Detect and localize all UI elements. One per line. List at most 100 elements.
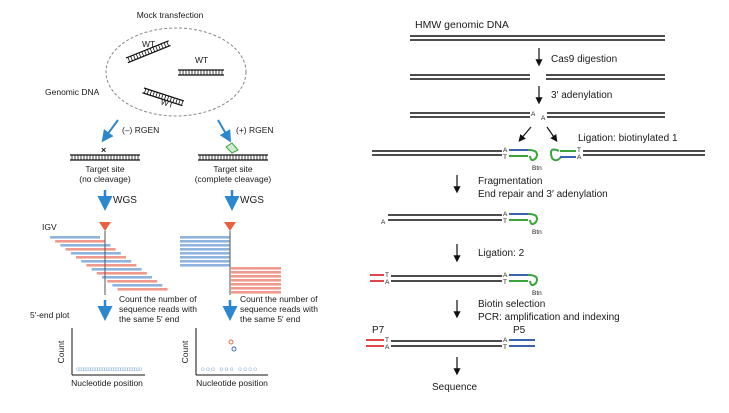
sequence-read: [231, 283, 281, 286]
frag-base-a: A: [381, 219, 386, 226]
lig1r-base-t: T: [577, 147, 581, 154]
sequence-read: [180, 248, 230, 251]
step-sequence: Sequence: [432, 382, 477, 393]
step-biotin-selection: Biotin selection: [478, 299, 545, 310]
plot-right-y-label: Count: [180, 340, 190, 363]
five-prime-plot-label: 5′-end plot: [30, 310, 70, 320]
wt-dna-fragment-2: [178, 69, 224, 76]
a-overhang-2: A: [541, 115, 546, 122]
peak-point-blue: [231, 346, 237, 352]
dna-rung: [141, 51, 145, 57]
count-text-left-2: sequence reads with: [119, 304, 197, 314]
sequence-read: [102, 276, 152, 279]
step-ligation-2: Ligation: 2: [478, 248, 525, 259]
dna-rung: [135, 53, 139, 59]
dna-rung: [161, 94, 164, 100]
lig2-hairpin-loop: [527, 274, 538, 287]
lig1-hairpin-loop-right: [549, 148, 562, 162]
dna-rung: [133, 54, 136, 60]
dna-rung: [149, 90, 152, 96]
cut-site-marker-left: [99, 222, 111, 231]
dna-rung: [166, 95, 170, 101]
sequence-read: [96, 272, 147, 275]
lig1-base-a: A: [503, 147, 508, 154]
igv-label: IGV: [42, 222, 57, 232]
sequence-read: [231, 279, 281, 282]
lig1-base-t: T: [503, 154, 507, 161]
sequence-read: [180, 252, 230, 255]
mock-transfection-title: Mock transfection: [137, 10, 204, 20]
step-cas9-digestion: Cas9 digestion: [551, 54, 617, 65]
sequence-read: [76, 256, 126, 259]
sequence-read: [180, 256, 230, 259]
dna-rung: [130, 55, 133, 61]
pcr-base-t-left: T: [385, 337, 389, 344]
dna-rung: [163, 42, 167, 48]
lig1r-base-a: A: [577, 154, 582, 161]
arrow-minus-rgen: [101, 119, 119, 143]
lig2-base-a-left: A: [385, 279, 390, 286]
pcr-base-a-left: A: [385, 344, 390, 351]
sequence-read: [70, 252, 121, 255]
dna-rung: [178, 99, 181, 105]
genomic-dna-ellipse: [105, 27, 247, 117]
plot-right-points: ooo ooo oooo: [201, 366, 257, 373]
dna-rung: [149, 48, 153, 54]
sequence-read: [231, 291, 281, 294]
dna-rung: [169, 96, 172, 102]
plus-rgen-label: (+) RGEN: [236, 125, 274, 135]
frag-base-a2: A: [503, 211, 508, 218]
p5-label: P5: [513, 325, 526, 336]
dna-rung: [146, 49, 150, 55]
dna-rung: [160, 43, 164, 49]
dna-rung: [146, 89, 150, 95]
lig1-hairpin-loop: [527, 149, 538, 162]
plot-right-x-label: Nucleotide position: [196, 378, 268, 388]
target-complete-cleavage-line1: Target site: [213, 164, 252, 174]
target-no-cleavage-line2: (no cleavage): [79, 174, 131, 184]
dna-rung: [158, 44, 161, 50]
sequence-read: [180, 260, 230, 263]
step-end-repair: End repair and 3′ adenylation: [478, 189, 608, 200]
sequence-read: [231, 267, 281, 270]
btn-label-3: Btn: [532, 290, 542, 297]
sequence-read: [231, 287, 281, 290]
sequence-read: [112, 284, 163, 287]
no-cut-cross-icon: ×: [101, 145, 106, 155]
sequence-read: [180, 236, 230, 239]
sequence-read: [231, 275, 281, 278]
arrow-plus-rgen: [217, 119, 232, 143]
wt-label-2: WT: [195, 55, 208, 65]
count-text-right-2: sequence reads with: [240, 304, 318, 314]
arrow-ligation-right: [546, 126, 558, 142]
count-text-left-3: the same 5′ end: [119, 314, 179, 324]
wt-label-1: WT: [142, 39, 155, 49]
sequence-read: [180, 240, 230, 243]
count-text-left-1: Count the number of: [119, 294, 197, 304]
dna-rung: [155, 45, 158, 51]
minus-rgen-label: (–) RGEN: [122, 125, 159, 135]
a-overhang-1: A: [531, 111, 536, 118]
dna-rung: [166, 41, 170, 47]
dna-rung: [144, 50, 147, 56]
cas9-scissor-icon: [225, 142, 239, 154]
sequence-read: [86, 264, 137, 267]
wgs-label-right: WGS: [240, 195, 264, 206]
cut-site-marker-right: [224, 222, 236, 231]
target-complete-cleavage-line2: (complete cleavage): [195, 174, 272, 184]
sequence-read: [50, 236, 100, 239]
target-no-cleavage-line1: Target site: [85, 164, 124, 174]
dna-rung: [143, 88, 147, 94]
dna-rung: [172, 97, 175, 103]
dna-rung: [152, 46, 156, 52]
step-3prime-adenylation: 3′ adenylation: [551, 90, 612, 101]
sequence-read: [117, 288, 168, 291]
step-ligation-biotinylated-1: Ligation: biotinylated 1: [578, 133, 678, 144]
dna-rung: [127, 57, 131, 63]
wt-label-3: WT: [159, 96, 175, 110]
lig2-base-a: A: [503, 272, 508, 279]
dna-rung: [155, 92, 158, 98]
genomic-dna-label: Genomic DNA: [45, 87, 100, 97]
btn-label-2: Btn: [532, 229, 542, 236]
